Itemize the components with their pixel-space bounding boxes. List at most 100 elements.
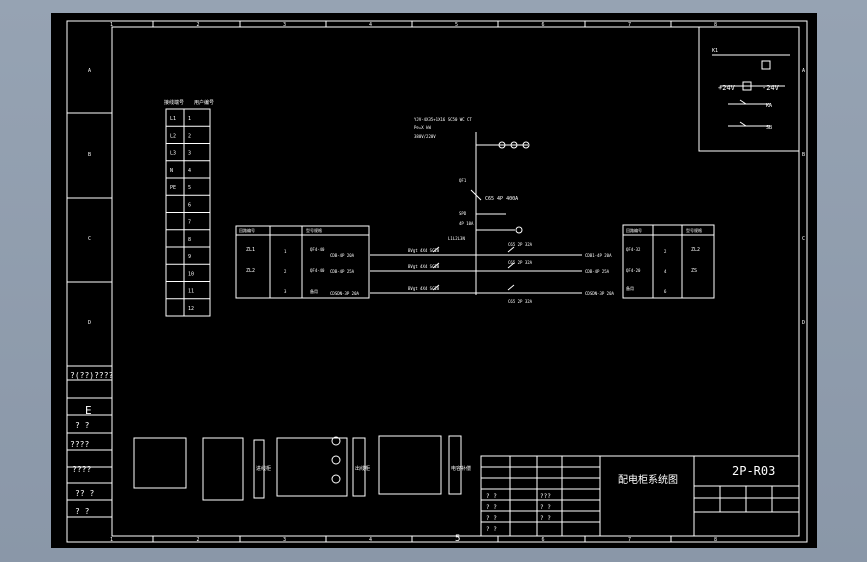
terminal-header-1: 接线端号 bbox=[164, 99, 184, 106]
title-block bbox=[480, 455, 800, 537]
grid-col-label-top: 4 bbox=[369, 22, 372, 28]
branch-1-left: CDB-4P 20A bbox=[330, 253, 355, 258]
branch-2-mid: BVgt 4X4 SC20 bbox=[408, 264, 440, 269]
left-box-r1c3: QF4-40 bbox=[310, 247, 325, 252]
terminal-cell-number: 12 bbox=[188, 306, 194, 312]
grid-col-label-top: 8 bbox=[714, 22, 717, 28]
bottom-label-1: 进线柜 bbox=[256, 465, 271, 472]
grid-col-label-top: 3 bbox=[283, 22, 286, 28]
branch-2-left: CDB-4P 25A bbox=[330, 269, 355, 274]
left-stamp: ?(??)???? E ? ? ???? ???? ?? ? ? ? bbox=[70, 371, 114, 516]
stamp-label-2: E bbox=[85, 404, 92, 417]
right-box-r3c1: 备用 bbox=[626, 285, 634, 291]
grid-col-label-bottom: 2 bbox=[197, 537, 200, 543]
left-box-r1c1: ZL1 bbox=[246, 247, 255, 253]
tb-row-7: ? ? bbox=[540, 504, 551, 511]
terminal-cell-number: 1 bbox=[188, 116, 191, 122]
grid-row-label-left: D bbox=[88, 320, 91, 326]
left-box-r2c1: ZL2 bbox=[246, 268, 255, 274]
grid-row-label-right: B bbox=[802, 152, 805, 158]
title-block-text: 配电柜系统图 2P-R03 ? ? ? ? ? ? ? ? ??? ? ? ? … bbox=[486, 464, 775, 533]
grid-col-label-top: 2 bbox=[197, 22, 200, 28]
stamp-label-7: ? ? bbox=[75, 507, 90, 516]
tb-row-6: ??? bbox=[540, 493, 551, 500]
terminal-cell-number: 5 bbox=[188, 185, 191, 191]
drawing-sheet bbox=[51, 13, 817, 548]
control-schematic: +24V -24V KA SB K1 bbox=[698, 26, 800, 152]
grid-col-label-bottom: 3 bbox=[283, 537, 286, 543]
terminal-cell-number: 6 bbox=[188, 202, 191, 208]
incoming-line3: 380V/220V bbox=[414, 134, 436, 139]
incoming-line2: Pe=X kW bbox=[414, 125, 431, 130]
terminal-cell-number: 8 bbox=[188, 237, 191, 243]
terminal-cell-number: 10 bbox=[188, 271, 194, 277]
grid-col-label-bottom: 7 bbox=[628, 537, 631, 543]
left-box-header-1: 回路编号 bbox=[239, 227, 255, 233]
tb-row-8: ? ? bbox=[540, 515, 551, 522]
left-box-r3c2: 3 bbox=[284, 289, 287, 294]
tb-row-1: ? ? bbox=[486, 493, 497, 500]
grid-row-label-right: C bbox=[802, 236, 805, 242]
tb-row-2: ? ? bbox=[486, 504, 497, 511]
drawing-title: 配电柜系统图 bbox=[618, 473, 678, 486]
stamp-label-1: ?(??)???? bbox=[70, 371, 114, 380]
tb-row-4: ? ? bbox=[486, 526, 497, 533]
left-box-r2c3: QF4-40 bbox=[310, 268, 325, 273]
terminal-cell-code: L3 bbox=[170, 151, 176, 157]
branch-1-right: CDB1-4P 20A bbox=[585, 253, 612, 258]
right-box-header-1: 回路编号 bbox=[626, 227, 642, 233]
branch-1-mid: BVgt 4X4 SC20 bbox=[408, 248, 440, 253]
main-circuit bbox=[370, 132, 582, 295]
main-label-4: L1L2L3N bbox=[448, 236, 465, 241]
right-box-r2c3: ZS bbox=[691, 268, 697, 274]
grid-col-label-bottom: 1 bbox=[110, 537, 113, 543]
main-label-2: SPD bbox=[459, 211, 467, 216]
left-box-r2c2: 2 bbox=[284, 269, 287, 274]
right-box-r2c1: QF4-20 bbox=[626, 268, 641, 273]
right-box-header-3: 型号规格 bbox=[686, 227, 702, 233]
bottom-label-2: 出线柜 bbox=[355, 465, 370, 472]
branch-3-top: C65 2P 32A bbox=[508, 299, 533, 304]
left-box-header-3: 型号规格 bbox=[306, 227, 322, 233]
terminal-cell-number: 9 bbox=[188, 254, 191, 260]
grid-col-label-bottom: 6 bbox=[542, 537, 545, 543]
main-label-1: QF1 bbox=[459, 178, 467, 183]
drawing-code: 2P-R03 bbox=[732, 464, 775, 478]
incoming-line1: YJV-4X35+1X16 SC50 WC CT bbox=[414, 117, 472, 122]
grid-col-label-top: 5 bbox=[455, 22, 458, 28]
main-circuit-labels: YJV-4X35+1X16 SC50 WC CT Pe=X kW 380V/22… bbox=[330, 117, 614, 304]
grid-ticks bbox=[152, 21, 672, 542]
grid-col-label-top: 6 bbox=[542, 22, 545, 28]
main-breaker-label: C65 4P 400A bbox=[485, 196, 518, 202]
bottom-label-3: 电容补偿 bbox=[451, 465, 471, 472]
ctrl-k1: K1 bbox=[712, 48, 718, 54]
bottom-labels: 进线柜 出线柜 电容补偿 bbox=[256, 465, 471, 472]
stamp-label-4: ???? bbox=[70, 440, 89, 449]
grid-col-label-bottom: 4 bbox=[369, 537, 372, 543]
branch-3-mid: BVgt 4X4 SC20 bbox=[408, 286, 440, 291]
grid-col-label-top: 7 bbox=[628, 22, 631, 28]
terminal-cell-number: 2 bbox=[188, 133, 191, 139]
terminal-cell-number: 4 bbox=[188, 168, 191, 174]
left-circuit-box: 回路编号 型号规格 ZL1 1 QF4-40 ZL2 2 QF4-40 3 备用 bbox=[235, 225, 370, 299]
bottom-schematics bbox=[133, 435, 462, 501]
branch-1-top: C65 2P 32A bbox=[508, 242, 533, 247]
ctrl-ka: KA bbox=[766, 103, 772, 109]
grid-col-label-top: 1 bbox=[110, 22, 113, 28]
stamp-label-3: ? ? bbox=[75, 421, 90, 430]
left-box-r3c3: 备用 bbox=[310, 288, 318, 294]
sheet-frame bbox=[66, 20, 808, 543]
ctrl-sb: SB bbox=[766, 125, 772, 131]
ctrl-minus24: -24V bbox=[762, 84, 780, 92]
left-box-r1c2: 1 bbox=[284, 249, 287, 254]
tb-row-3: ? ? bbox=[486, 515, 497, 522]
right-box-r1c2: 2 bbox=[664, 249, 667, 254]
right-box-r2c2: 4 bbox=[664, 269, 667, 274]
grid-col-label-bottom: 5 bbox=[455, 534, 460, 544]
right-circuit-box: 回路编号 型号规格 QF4-32 2 ZL2 QF4-20 4 ZS 备用 6 bbox=[622, 224, 715, 299]
right-box-r3c2: 6 bbox=[664, 289, 667, 294]
